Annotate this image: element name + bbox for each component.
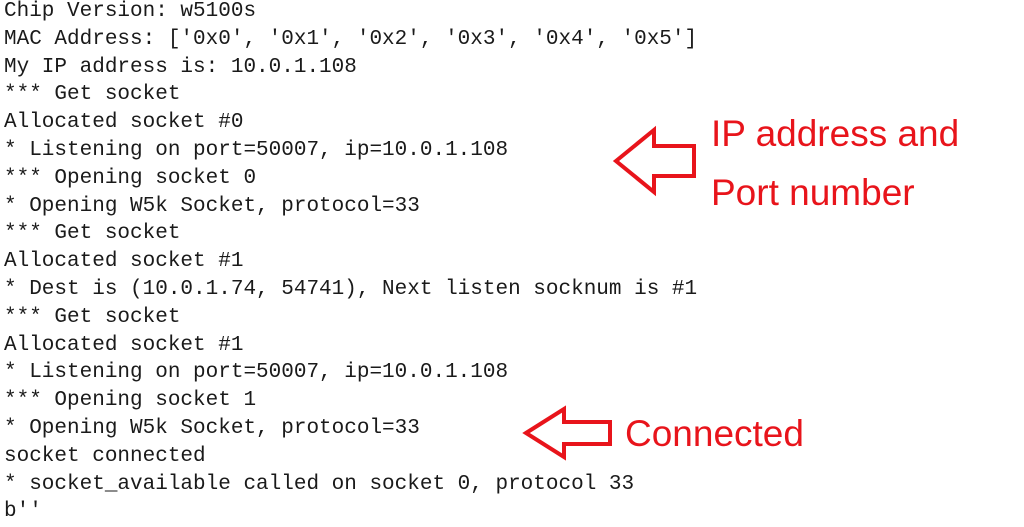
ip-port-annotation-line2: Port number	[711, 172, 915, 213]
left-arrow-icon	[522, 405, 612, 461]
console-line: *** Opening socket 0	[4, 166, 257, 190]
connected-annotation: Connected	[625, 413, 804, 454]
console-line: * Opening W5k Socket, protocol=33	[4, 194, 420, 218]
console-line: * socket_available called on socket 0, p…	[4, 472, 635, 496]
console-line: *** Get socket	[4, 305, 181, 329]
ip-port-annotation-line1: IP address and	[711, 113, 960, 154]
console-line: socket connected	[4, 444, 206, 468]
console-line: * Listening on port=50007, ip=10.0.1.108	[4, 138, 509, 162]
console-line: * Dest is (10.0.1.74, 54741), Next liste…	[4, 277, 698, 301]
console-line: *** Get socket	[4, 83, 181, 107]
console-line: * Listening on port=50007, ip=10.0.1.108	[4, 361, 509, 385]
console-line: Chip Version: w5100s	[4, 0, 257, 23]
console-line: Allocated socket #1	[4, 333, 244, 357]
console-line: MAC Address: ['0x0', '0x1', '0x2', '0x3'…	[4, 27, 698, 51]
console-output: Chip Version: w5100s MAC Address: ['0x0'…	[4, 0, 697, 526]
left-arrow-icon	[612, 125, 696, 197]
console-line: * Opening W5k Socket, protocol=33	[4, 416, 420, 440]
console-line: Allocated socket #0	[4, 111, 244, 135]
console-line: *** Opening socket 1	[4, 389, 257, 413]
console-line: b''	[4, 500, 42, 524]
console-line: *** Get socket	[4, 222, 181, 246]
console-line: Allocated socket #1	[4, 250, 244, 274]
console-line: My IP address is: 10.0.1.108	[4, 55, 357, 79]
